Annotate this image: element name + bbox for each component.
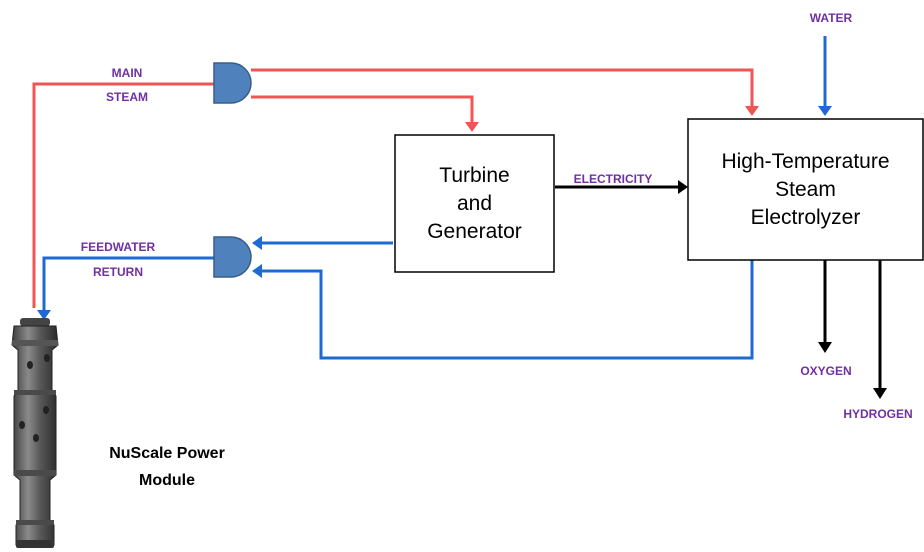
electrolyzer-line-2: Steam bbox=[775, 178, 836, 201]
feedwater-return-lines bbox=[37, 236, 754, 360]
main-steam-label-1: MAIN bbox=[112, 66, 143, 80]
reactor-module-icon bbox=[11, 318, 59, 548]
main-steam-label-2: STEAM bbox=[106, 90, 148, 104]
module-label-1: NuScale Power bbox=[109, 445, 225, 462]
hydrogen-label: HYDROGEN bbox=[843, 407, 912, 421]
module-label-2: Module bbox=[139, 472, 195, 489]
electrolyzer-line-1: High-Temperature bbox=[721, 150, 889, 173]
water-label: WATER bbox=[810, 11, 853, 25]
oxygen-line bbox=[818, 260, 832, 353]
electricity-line bbox=[555, 180, 688, 194]
feedwater-valve-icon bbox=[213, 236, 252, 278]
steam-valve-icon bbox=[213, 62, 252, 104]
turbine-line-2: and bbox=[457, 192, 492, 215]
feedwater-label-1: FEEDWATER bbox=[81, 240, 156, 254]
hydrogen-line bbox=[873, 260, 887, 399]
water-supply-line bbox=[818, 36, 832, 116]
turbine-line-3: Generator bbox=[427, 220, 522, 243]
electrolyzer-box: High-Temperature Steam Electrolyzer bbox=[687, 118, 924, 261]
main-steam-lines bbox=[32, 68, 759, 308]
turbine-line-1: Turbine bbox=[439, 164, 509, 187]
feedwater-label-2: RETURN bbox=[93, 265, 143, 279]
oxygen-label: OXYGEN bbox=[800, 364, 851, 378]
turbine-generator-box: Turbine and Generator bbox=[394, 134, 555, 273]
electricity-label: ELECTRICITY bbox=[574, 172, 653, 186]
electrolyzer-line-3: Electrolyzer bbox=[751, 206, 861, 229]
